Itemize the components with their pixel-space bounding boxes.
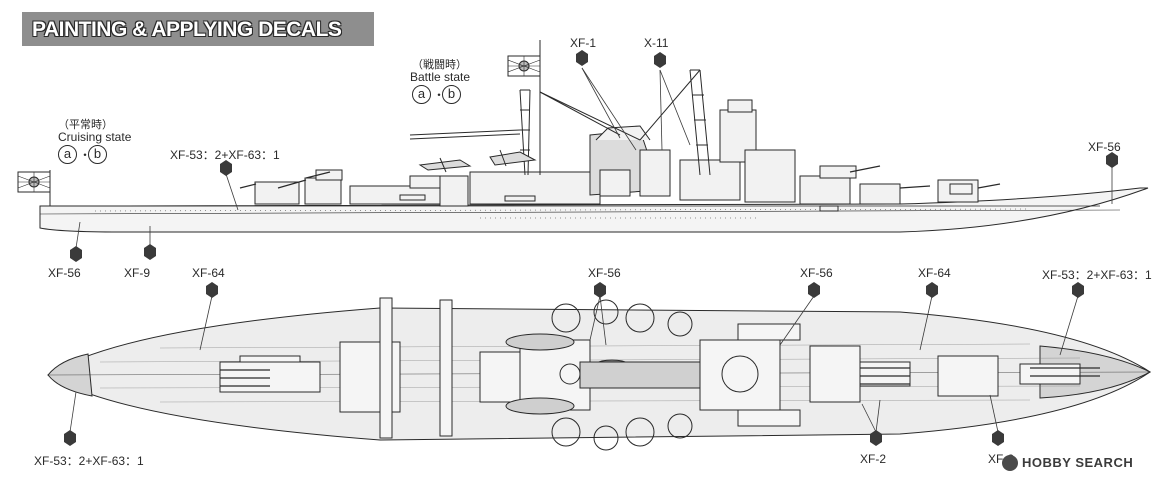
top-view-superstructure: [219, 297, 1081, 439]
paint-drop-icon: [70, 246, 82, 262]
paint-drop-icon: [144, 244, 156, 260]
paint-drop-icon: [992, 430, 1004, 446]
callout-xf2: XF-2: [860, 452, 887, 466]
battle-state-jp: （戦闘時）: [412, 59, 467, 71]
callout-xf56: XF-56: [800, 266, 833, 280]
callout-xf56: XF-56: [48, 266, 81, 280]
callout-xf1: XF-1: [570, 36, 597, 50]
paint-drop-icon: [654, 52, 666, 68]
cruising-state-jp: （平常時）: [58, 119, 113, 131]
callout-x11: X-11: [644, 36, 669, 50]
paint-drop-icon: [926, 282, 938, 298]
leader-lines: [69, 67, 1113, 433]
callout-xf56: XF-56: [588, 266, 621, 280]
battle-state-label: Battle state: [410, 70, 471, 84]
paint-drop-icon: [576, 50, 588, 66]
callout-xf64: XF-64: [192, 266, 225, 280]
top-view-guns: [220, 367, 1100, 387]
paint-drop-icon: [870, 430, 882, 446]
top-view-boats: [505, 333, 575, 415]
callout-xf53-xf63: XF-53：2+XF-63：1: [1042, 268, 1152, 282]
side-view-guns: [239, 165, 1001, 189]
paint-drop-icon: [206, 282, 218, 298]
watermark: HOBBY SEARCH: [1022, 455, 1134, 470]
top-view-mounts: [551, 299, 693, 451]
callout-xf9: XF-9: [124, 266, 151, 280]
paint-drops: [64, 50, 1118, 446]
side-view-hull: [39, 187, 1149, 233]
paint-drop-icon: [808, 282, 820, 298]
side-view-superstructure: [254, 99, 979, 212]
cruising-state-label: Cruising state: [58, 130, 132, 144]
title-banner: [22, 12, 374, 46]
callout-xf64: XF-64: [918, 266, 951, 280]
decal-a-marker: a: [58, 145, 77, 164]
callout-xf53-xf63: XF-53：2+XF-63：1: [34, 454, 144, 468]
paint-drop-icon: [1106, 152, 1118, 168]
callout-xf56: XF-56: [1088, 140, 1121, 154]
paint-drop-icon: [1072, 282, 1084, 298]
decal-b-marker: b: [88, 145, 107, 164]
paint-drop-icon: [220, 160, 232, 176]
paint-drop-icon: [64, 430, 76, 446]
page-title: PAINTING & APPLYING DECALS: [32, 18, 342, 41]
paint-drop-icon: [594, 282, 606, 298]
callout-xf53-xf63: XF-53：2+XF-63：1: [170, 148, 280, 162]
hobby-search-logo-icon: [1002, 455, 1018, 471]
side-view-aircraft: [418, 149, 537, 173]
decal-a-marker: a: [412, 85, 431, 104]
side-view-flags: [17, 55, 541, 193]
decal-b-marker: b: [442, 85, 461, 104]
